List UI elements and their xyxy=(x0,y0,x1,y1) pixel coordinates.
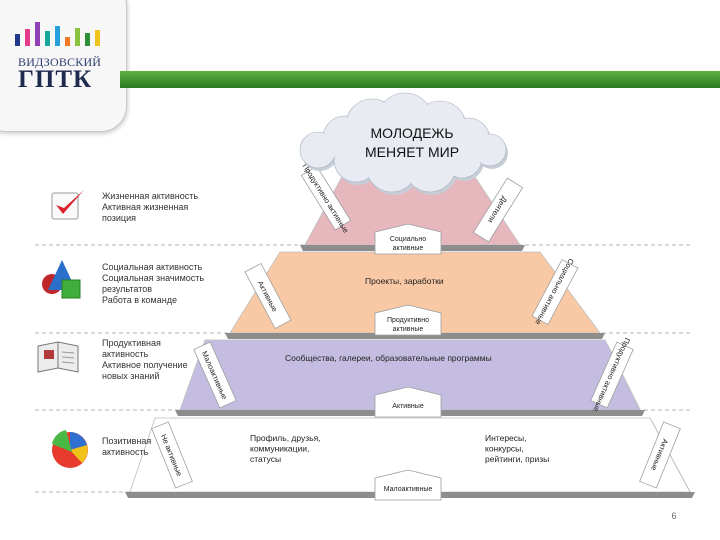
bottom-tag-label: активные xyxy=(393,245,424,252)
pie-chart-icon xyxy=(52,430,88,468)
geometric-shapes-icon xyxy=(42,260,81,299)
logo-bar xyxy=(75,28,80,46)
cloud-title-line2: МЕНЯЕТ МИР xyxy=(365,144,459,160)
logo-abbreviation: ГПТК xyxy=(18,66,93,93)
bottom-tag-box xyxy=(374,469,442,501)
pie-slice-green xyxy=(52,430,72,452)
logo-bars-icon xyxy=(15,22,100,46)
side-label-line: Социальная значимость xyxy=(102,273,204,283)
book-line xyxy=(61,356,75,359)
right-tag-group: Деятели xyxy=(472,177,524,243)
side-label-line: Продуктивная xyxy=(102,338,161,348)
bottom-tag-label: Социально xyxy=(390,236,426,243)
left-tag-group: Не активные xyxy=(151,421,193,489)
left-tag-box xyxy=(244,262,292,330)
left-tag-box xyxy=(193,341,237,409)
side-label-line: активность xyxy=(102,447,149,457)
tier-text: Профиль, друзья, xyxy=(250,433,321,443)
pie-slice-blue xyxy=(70,432,87,450)
side-label-line: Активное получение xyxy=(102,360,188,370)
logo-card xyxy=(0,0,127,132)
book-picture xyxy=(44,350,54,359)
tier-text: Проекты, заработки xyxy=(365,276,444,286)
bottom-tag-label: Малоактивные xyxy=(384,486,433,493)
logo-bar xyxy=(25,29,30,46)
bottom-tag-label: Активные xyxy=(392,403,424,410)
tier-text: рейтинги, призы xyxy=(485,454,549,464)
tier-text: Интересы, xyxy=(485,433,527,443)
tier-text: конкурсы, xyxy=(485,444,524,454)
right-tag-box xyxy=(531,258,579,326)
cloud-puff-fill xyxy=(443,139,481,177)
logo-bar xyxy=(65,37,70,46)
right-tag-box xyxy=(590,341,634,409)
book-line xyxy=(61,361,75,364)
cloud-group xyxy=(299,92,508,195)
tier-text: Сообщества, галереи, образовательные про… xyxy=(285,353,492,363)
side-label-line: Работа в команде xyxy=(102,295,177,305)
side-label-line: активность xyxy=(102,349,149,359)
bottom-tag-box xyxy=(374,223,442,255)
logo-name: ВИДЗОВСКИЙ xyxy=(18,55,102,69)
bottom-tag-box xyxy=(374,304,442,336)
logo-bar xyxy=(85,33,90,46)
cloud-puff-fill xyxy=(405,141,455,191)
tier-text: статусы xyxy=(250,454,281,464)
logo-bar xyxy=(35,22,40,46)
right-tag-box xyxy=(472,177,524,243)
tier-ledge xyxy=(225,333,605,339)
checkmark-shape xyxy=(56,190,84,214)
logo-bar xyxy=(95,30,100,46)
open-book-icon xyxy=(37,341,79,373)
side-label-line: новых знаний xyxy=(102,371,159,381)
cloud-puff-fill xyxy=(475,135,505,165)
book-line xyxy=(61,351,75,354)
logo-bar xyxy=(15,34,20,46)
cloud-puff-fill xyxy=(301,133,335,167)
bottom-tag-label: Продуктивно xyxy=(387,317,429,324)
tier-text: коммуникации, xyxy=(250,444,309,454)
left-tag-box xyxy=(300,165,352,231)
green-cube xyxy=(61,279,81,299)
side-label-line: результатов xyxy=(102,284,152,294)
side-label-line: позиция xyxy=(102,213,136,223)
red-checkmark-icon xyxy=(51,190,84,220)
side-label-line: Жизненная активность xyxy=(102,191,198,201)
cloud-puff-fill xyxy=(335,139,377,181)
pie-slice-yellow xyxy=(70,445,88,463)
side-label-line: Позитивная xyxy=(102,436,151,446)
cloud-puff-fill xyxy=(367,141,417,191)
bottom-tag-box xyxy=(374,386,442,418)
logo-bar xyxy=(55,26,60,46)
cloud-title-line1: МОЛОДЕЖЬ xyxy=(370,125,453,141)
logo-bar xyxy=(45,31,50,46)
checkbox-square xyxy=(51,192,79,220)
page-number: 6 xyxy=(671,511,676,521)
side-label-line: Активная жизненная xyxy=(102,202,188,212)
right-tag-group: Активные xyxy=(639,421,681,489)
side-label-line: Социальная активность xyxy=(102,262,203,272)
header-green-bar xyxy=(120,71,720,88)
bottom-tag-label: активные xyxy=(393,326,424,333)
left-tag-box xyxy=(151,421,193,489)
right-tag-box xyxy=(639,421,681,489)
